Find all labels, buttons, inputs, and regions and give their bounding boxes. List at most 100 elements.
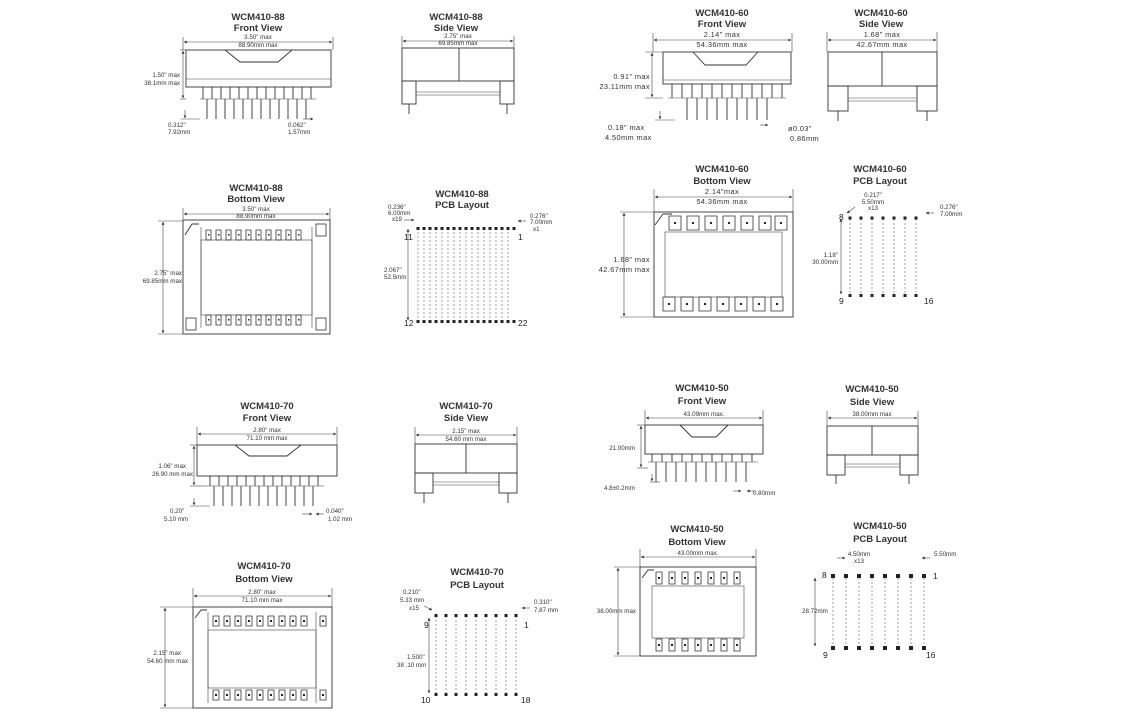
wcm410-70-pcb-pitch-count: x15 <box>409 605 420 612</box>
wcm410-88-front-view: WCM410-88 Front View 3.50" max 88.90mm m… <box>144 12 334 136</box>
wcm410-60-front-pin-length-mm: 4.50mm max <box>605 133 652 142</box>
wcm410-70-bottom-title: WCM410-70 <box>237 561 290 572</box>
wcm410-60-side-title: WCM410-60 <box>854 8 907 19</box>
wcm410-70-side-title: WCM410-70 <box>439 401 492 412</box>
wcm410-70-bottom-pins-bottom <box>212 689 327 701</box>
wcm410-88-side-subtitle: Side View <box>434 23 479 34</box>
wcm410-70-pcb-columns <box>435 616 517 694</box>
wcm410-70-pin-10: 10 <box>421 695 431 705</box>
wcm410-50-front-pin-dia-mm: 0.80mm <box>753 490 775 497</box>
wcm410-70-side-width: 2.15" max <box>452 428 481 435</box>
wcm410-88-pcb-title: WCM410-88 <box>435 189 488 200</box>
wcm410-88-pcb-pitch-mm: 6.00mm <box>388 210 410 217</box>
wcm410-70-bottom-subtitle: Bottom View <box>235 574 293 585</box>
wcm410-50-bottom-pins-bottom <box>655 638 741 652</box>
wcm410-70-front-height: 1.06" max <box>158 463 187 470</box>
wcm410-88-front-subtitle: Front View <box>234 23 283 34</box>
wcm410-60-front-pins <box>668 84 786 120</box>
wcm410-88-bottom-width: 3.50" max <box>242 206 271 213</box>
wcm410-60-front-width: 2.14" max <box>704 30 741 39</box>
wcm410-60-pin-16: 16 <box>924 296 934 306</box>
wcm410-70-pcb-row: 1.500" <box>407 654 425 661</box>
wcm410-88-bottom-title: WCM410-88 <box>229 183 282 194</box>
wcm410-50-side-title: WCM410-50 <box>845 384 898 395</box>
wcm410-60-front-width-mm: 54.36mm max <box>696 40 747 49</box>
wcm410-50-pcb-columns <box>832 578 925 648</box>
wcm410-50-side-width-mm: 38.00mm max <box>852 411 892 418</box>
wcm410-50-front-subtitle: Front View <box>678 396 727 407</box>
wcm410-70-front-view: WCM410-70 Front View 2.80" max 71.10 mm … <box>152 401 352 523</box>
wcm410-50-front-pin-length-mm: 4.8±0.2mm <box>604 485 635 492</box>
wcm410-70-front-pin-dia-mm: 1.02 mm <box>328 516 352 523</box>
wcm410-88-bottom-height-mm: 69.85mm max <box>143 278 183 285</box>
wcm410-70-front-pin-dia: 0.040" <box>326 508 344 515</box>
wcm410-88-front-pin-dia-mm: 1.57mm <box>288 129 310 136</box>
wcm410-88-front-pins <box>200 87 316 119</box>
wcm410-70-pin-18: 18 <box>521 695 531 705</box>
wcm410-50-bottom-pins-top <box>655 571 741 585</box>
wcm410-60-bottom-height-mm: 42.67mm max <box>599 265 650 274</box>
wcm410-88-front-height: 1.50" max <box>152 72 181 79</box>
wcm410-50-bottom-width-mm: 43.00mm max. <box>678 550 719 557</box>
wcm410-70-pcb-layout: WCM410-70 PCB Layout 0.210" 5.33 mm x15 … <box>397 567 558 705</box>
wcm410-88-front-pin-dia: 0.062" <box>288 122 306 129</box>
wcm410-88-side-width-mm: 69.85mm max <box>438 40 478 47</box>
wcm410-60-side-width: 1.68" max <box>864 30 901 39</box>
wcm410-50-pcb-holes <box>831 574 926 650</box>
wcm410-88-front-pin-length-mm: 7.92mm <box>168 129 190 136</box>
wcm410-50-bottom-view: WCM410-50 Bottom View 43.00mm max. 38.00… <box>597 524 757 657</box>
wcm410-60-front-subtitle: Front View <box>698 19 747 30</box>
wcm410-50-side-view: WCM410-50 Side View 38.00mm max <box>826 384 919 484</box>
wcm410-50-pcb-layout: WCM410-50 PCB Layout 4.50mm x13 5.50mm 2… <box>802 521 956 660</box>
wcm410-70-pin-9: 9 <box>424 620 429 630</box>
wcm410-70-pcb-row-mm: 38 .10 mm <box>397 662 426 669</box>
wcm410-50-pin-1: 1 <box>933 571 938 581</box>
wcm410-50-bottom-height-mm: 38.00mm max <box>597 608 637 615</box>
wcm410-60-pcb-holes <box>848 216 918 297</box>
wcm410-88-pin-1: 1 <box>518 232 523 242</box>
wcm410-70-bottom-view: WCM410-70 Bottom View 2.80" max 71.10 mm… <box>147 561 333 709</box>
wcm410-50-pcb-title: WCM410-50 <box>853 521 906 532</box>
wcm410-50-front-title: WCM410-50 <box>675 383 728 394</box>
wcm410-88-bottom-pins-bottom <box>205 314 302 326</box>
wcm410-60-pcb-pitch-mm: 5.50mm <box>862 199 884 206</box>
wcm410-88-pin-11: 11 <box>404 232 413 242</box>
wcm410-60-side-subtitle: Side View <box>859 19 904 30</box>
wcm410-60-pin-9: 9 <box>839 296 844 306</box>
wcm410-60-pcb-pitch-count: x13 <box>868 205 879 212</box>
wcm410-60-bottom-title: WCM410-60 <box>695 164 748 175</box>
wcm410-70-pcb-title: WCM410-70 <box>450 567 503 578</box>
wcm410-88-pcb-subtitle: PCB Layout <box>435 200 490 211</box>
wcm410-70-bottom-height-mm: 54.60 mm max <box>147 658 189 665</box>
wcm410-60-bottom-width-mm: 54.36mm max <box>696 197 747 206</box>
wcm410-60-pcb-offset-mm: 7.00mm <box>940 211 962 218</box>
wcm410-88-pcb-pitch-count: x19 <box>392 216 403 223</box>
wcm410-60-front-pin-dia-mm: 0.86mm <box>790 134 819 143</box>
wcm410-70-front-width: 2.80" max <box>253 427 282 434</box>
wcm410-60-front-height: 0.91" max <box>613 72 650 81</box>
wcm410-50-pin-16: 16 <box>926 650 936 660</box>
wcm410-60-pcb-row: 1.18" <box>824 252 838 259</box>
wcm410-60-front-height-mm: 23.11mm max <box>599 82 650 91</box>
wcm410-88-pin-12: 12 <box>404 318 414 328</box>
wcm410-60-front-pin-length: 0.18" max <box>608 123 645 132</box>
wcm410-88-side-width: 2.75" max <box>444 33 473 40</box>
wcm410-50-front-width-mm: 43.09mm max. <box>684 411 725 418</box>
wcm410-88-bottom-pins-top <box>205 229 302 241</box>
wcm410-50-pcb-offset-mm: 5.50mm <box>934 551 956 558</box>
wcm410-88-pcb-row: 2.067" <box>384 267 402 274</box>
wcm410-60-front-pin-dia: ø0.03" <box>788 124 812 133</box>
wcm410-70-front-pin-length: 0.20" <box>170 508 184 515</box>
wcm410-88-pcb-columns <box>417 228 509 322</box>
wcm410-50-pin-9: 9 <box>823 650 828 660</box>
wcm410-60-bottom-pins-bottom <box>662 296 784 312</box>
wcm410-60-pcb-row-mm: 30.00mm <box>812 259 838 266</box>
wcm410-88-pcb-offset: 0.276" <box>530 213 548 220</box>
wcm410-70-pcb-offset-mm: 7.87 mm <box>534 607 558 614</box>
wcm410-60-pin-8: 8 <box>839 212 844 222</box>
wcm410-50-bottom-subtitle: Bottom View <box>668 537 726 548</box>
wcm410-50-front-height-mm: 21.00mm <box>609 445 635 452</box>
wcm410-50-pcb-pitch-count: x13 <box>854 558 865 565</box>
wcm410-60-side-width-mm: 42.67mm max <box>856 40 907 49</box>
